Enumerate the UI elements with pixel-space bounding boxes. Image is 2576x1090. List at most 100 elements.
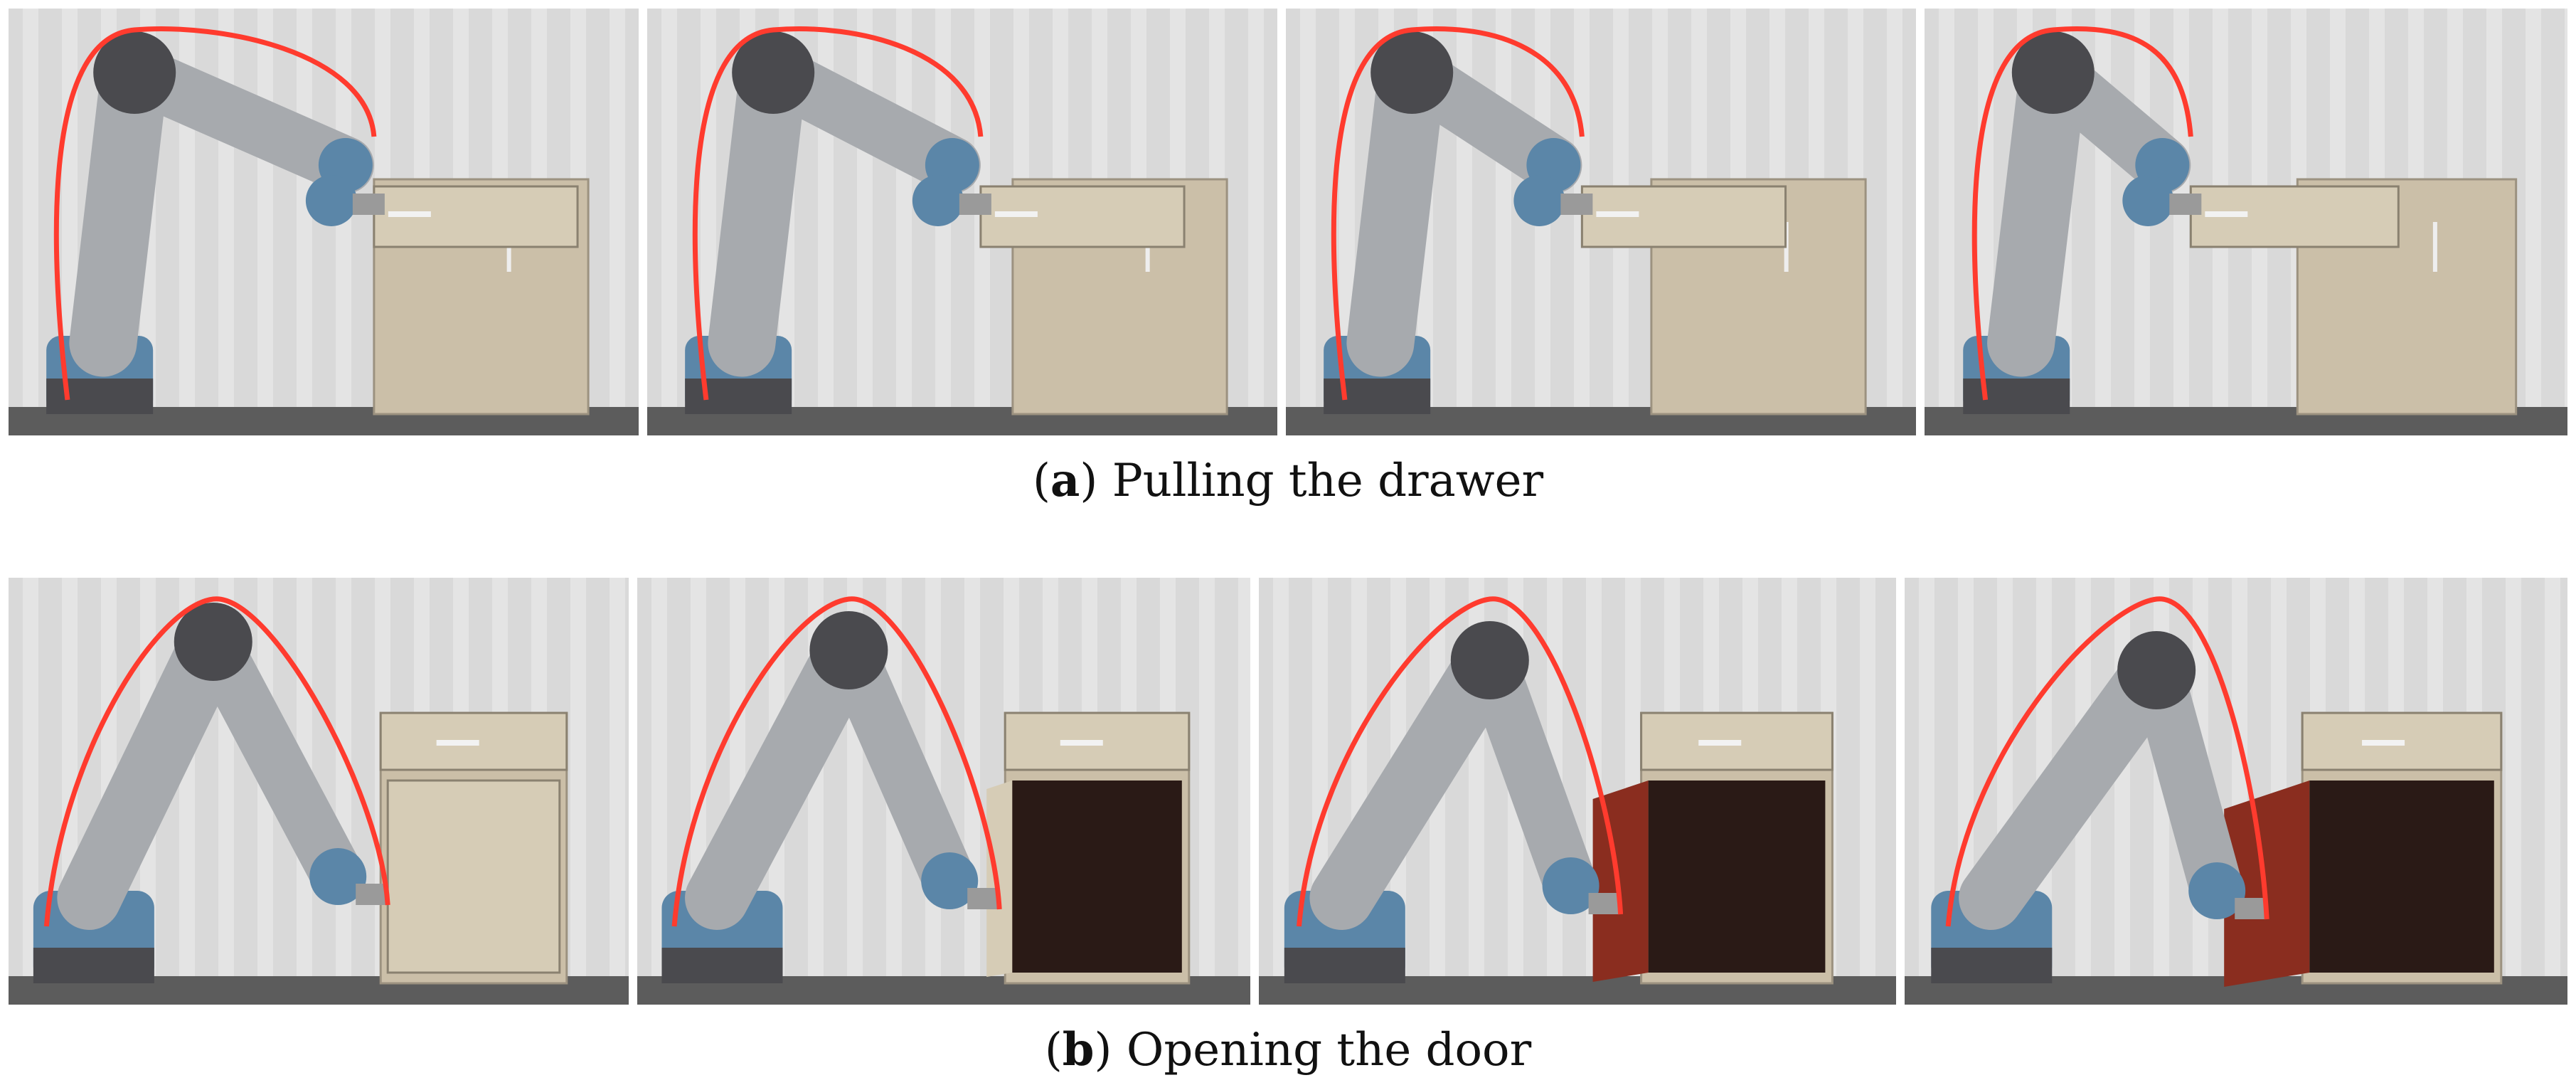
- curtain-fold: [23, 578, 38, 1005]
- curtain-fold: [1300, 9, 1316, 435]
- robot-gripper: [959, 194, 991, 215]
- caption-a-label: a: [1050, 454, 1080, 507]
- robot-elbow-joint: [809, 611, 888, 689]
- drawer-handle: [1596, 211, 1639, 217]
- robot-lower-arm: [69, 38, 169, 377]
- curtain-fold: [1887, 9, 1902, 435]
- drawer-frame-4: [1925, 9, 2567, 435]
- caption-a: (a) Pulling the drawer: [1032, 454, 1544, 507]
- curtain-fold: [651, 578, 667, 1005]
- caption-a-text: Pulling the drawer: [1112, 455, 1544, 507]
- curtain-fold: [23, 9, 38, 435]
- curtain-fold: [610, 578, 625, 1005]
- robot-wrist-joint-2: [2122, 175, 2174, 226]
- robot-elbow-joint: [93, 31, 176, 114]
- door-frame-4: [1905, 578, 2567, 1005]
- door-frame-1: [9, 578, 629, 1005]
- robot-wrist-joint-2: [305, 175, 357, 226]
- robot-wrist-joint: [2188, 862, 2246, 919]
- robot-gripper: [1560, 194, 1593, 215]
- cabinet-drawer-handle: [2362, 740, 2405, 746]
- robot-elbow-joint: [174, 603, 252, 681]
- caption-b: (b) Opening the door: [1044, 1023, 1532, 1076]
- photo-frame-illustration: [9, 9, 639, 435]
- robot-lower-arm: [1987, 38, 2087, 377]
- robot-upper-arm: [821, 623, 976, 908]
- curtain-fold: [1238, 578, 1250, 1005]
- curtain-fold: [218, 9, 234, 435]
- photo-frame-illustration: [1259, 578, 1896, 1005]
- robot-gripper: [2169, 194, 2202, 215]
- photo-frame-illustration: [637, 578, 1250, 1005]
- curtain-fold: [2526, 9, 2541, 435]
- robot-wrist-joint: [921, 852, 979, 909]
- photo-frame-illustration: [1286, 9, 1916, 435]
- curtain-fold: [2545, 578, 2560, 1005]
- pneumatic-cable: [692, 26, 984, 401]
- curtain-fold: [297, 9, 312, 435]
- curtain-fold: [2095, 9, 2111, 435]
- cabinet-door-open: [986, 781, 1013, 977]
- pneumatic-cable: [53, 26, 377, 401]
- robot-elbow-joint: [2117, 631, 2196, 709]
- robot-base-ring: [1931, 948, 2053, 983]
- cabinet-opening: [1012, 781, 1182, 973]
- curtain-fold: [570, 578, 586, 1005]
- robot-base-ring: [1324, 379, 1431, 414]
- curtain-fold: [1939, 9, 1954, 435]
- door-sequence-row: [9, 578, 2567, 1005]
- robot-base-ring: [1963, 379, 2070, 414]
- curtain-fold: [1273, 578, 1289, 1005]
- robot-elbow-joint: [1450, 621, 1529, 699]
- drawer-frame-1: [9, 9, 639, 435]
- curtain-fold: [896, 9, 912, 435]
- drawer-handle: [2205, 211, 2248, 217]
- pneumatic-cable: [1971, 26, 2193, 401]
- robot-elbow-joint: [2011, 31, 2095, 114]
- curtain-fold: [2173, 9, 2189, 435]
- robot-base-ring: [685, 379, 792, 414]
- photo-frame-illustration: [1905, 578, 2567, 1005]
- cabinet-door-closed: [386, 779, 561, 974]
- photo-frame-illustration: [9, 578, 629, 1005]
- cabinet-door-open: [2224, 781, 2310, 987]
- robot-gripper: [356, 884, 388, 905]
- pneumatic-cable: [1945, 596, 2269, 927]
- pneumatic-cable: [43, 596, 390, 927]
- door-frame-2: [637, 578, 1250, 1005]
- cabinet-door-handle: [2432, 222, 2437, 272]
- robot-wrist-joint-2: [1513, 175, 1565, 226]
- robot-lower-arm: [685, 618, 881, 930]
- curtain-fold: [1199, 578, 1215, 1005]
- robot-elbow-joint: [732, 31, 815, 114]
- caption-b-label: b: [1062, 1023, 1095, 1076]
- cabinet-door-open: [1592, 781, 1649, 982]
- robot-lower-arm: [1346, 38, 1446, 377]
- curtain-fold: [857, 9, 873, 435]
- curtain-fold: [1248, 9, 1264, 435]
- robot-base-ring: [46, 379, 154, 414]
- pneumatic-cable: [1296, 596, 1624, 927]
- robot-lower-arm: [1309, 628, 1522, 930]
- drawer-handle: [388, 211, 431, 217]
- cabinet-opening: [1648, 781, 1826, 973]
- photo-frame-illustration: [647, 9, 1277, 435]
- drawer-frame-3: [1286, 9, 1916, 435]
- cabinet-drawer-handle: [1698, 740, 1742, 746]
- cabinet-drawer-handle: [1060, 740, 1103, 746]
- robot-gripper: [1588, 893, 1621, 914]
- robot-upper-arm: [1463, 633, 1598, 913]
- robot-lower-arm: [1959, 638, 2189, 930]
- robot-lower-arm: [708, 38, 807, 377]
- cabinet-opening: [2309, 781, 2494, 973]
- caption-b-text: Opening the door: [1126, 1024, 1532, 1076]
- curtain-fold: [336, 578, 351, 1005]
- pneumatic-cable: [1331, 26, 1585, 401]
- curtain-fold: [610, 9, 625, 435]
- curtain-fold: [2114, 578, 2130, 1005]
- drawer-sequence-row: [9, 9, 2567, 435]
- curtain-fold: [661, 9, 677, 435]
- robot-wrist-joint: [309, 848, 367, 905]
- curtain-fold: [2506, 578, 2521, 1005]
- pneumatic-cable: [671, 596, 1002, 927]
